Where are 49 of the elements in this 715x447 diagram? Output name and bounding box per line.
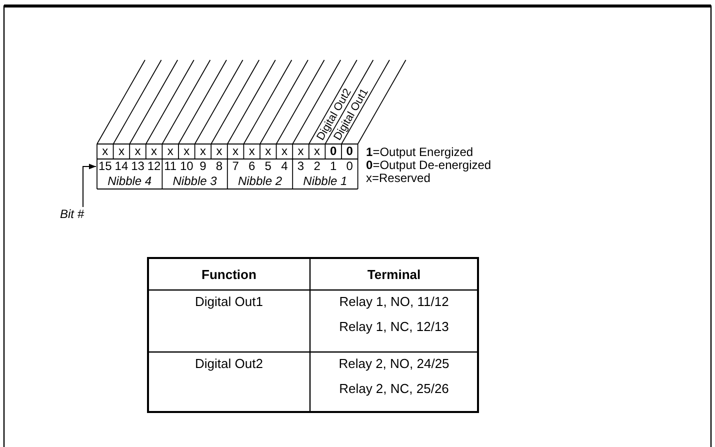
bit-number: 5 [264, 159, 272, 174]
bit-number: 14 [114, 159, 130, 174]
bit-value: x [248, 144, 256, 159]
nibble-label: Nibble 4 [106, 174, 153, 189]
bit-number: 4 [280, 159, 289, 174]
table-cell-text: Relay 1, NO, 11/12 [338, 294, 450, 309]
nibble-label: Nibble 1 [302, 174, 348, 189]
bit-value: x [264, 144, 272, 159]
nibble-label: Nibble 3 [172, 174, 218, 189]
table-header: Function [200, 267, 258, 282]
bit-value: x [101, 144, 110, 159]
bit-value: x [280, 144, 288, 159]
table-cell-text: Digital Out1 [194, 294, 264, 309]
bit-number: 0 [345, 159, 354, 174]
bit-value: x [166, 144, 174, 159]
nibble-label: Nibble 2 [236, 174, 283, 189]
bit-number: 1 [328, 159, 338, 174]
bit-value: x [150, 144, 158, 159]
bit-number: 2 [312, 159, 322, 174]
bit-value: x [296, 144, 305, 159]
bit-value: x [182, 144, 191, 159]
key-text: x=Reserved [366, 172, 430, 185]
table-cell-text: Relay 1, NC, 12/13 [338, 319, 450, 334]
bit-number: 13 [130, 159, 146, 174]
table-header: Terminal [366, 267, 422, 282]
table-cell-text: Digital Out2 [194, 356, 264, 371]
bit-value: x [313, 144, 322, 159]
bit-number: 8 [214, 159, 224, 174]
bit-number: 15 [97, 159, 114, 174]
bit-value: x [232, 144, 240, 159]
bit-number: 3 [296, 159, 306, 174]
bit-label: Bit # [60, 207, 84, 222]
bit-value: x [198, 144, 207, 159]
bit-number: 12 [146, 159, 162, 174]
table-cell-text: Relay 2, NO, 24/25 [338, 356, 450, 371]
bit-number: 7 [231, 159, 240, 174]
arrow [82, 164, 96, 208]
bit-value: 0 [345, 144, 354, 159]
bit-number: 9 [198, 159, 208, 174]
key-text: 1=Output Energized [366, 146, 474, 159]
bit-number: 6 [247, 159, 256, 174]
bit-number: 11 [163, 159, 178, 174]
bit-value: x [215, 144, 224, 159]
table-cell-text: Relay 2, NC, 25/26 [338, 381, 450, 396]
bit-value: x [134, 144, 142, 159]
bit-number: 10 [178, 159, 194, 174]
key-text: 0=Output De-energized [366, 159, 492, 172]
bit-value: x [117, 144, 126, 159]
bit-value: 0 [328, 144, 338, 159]
